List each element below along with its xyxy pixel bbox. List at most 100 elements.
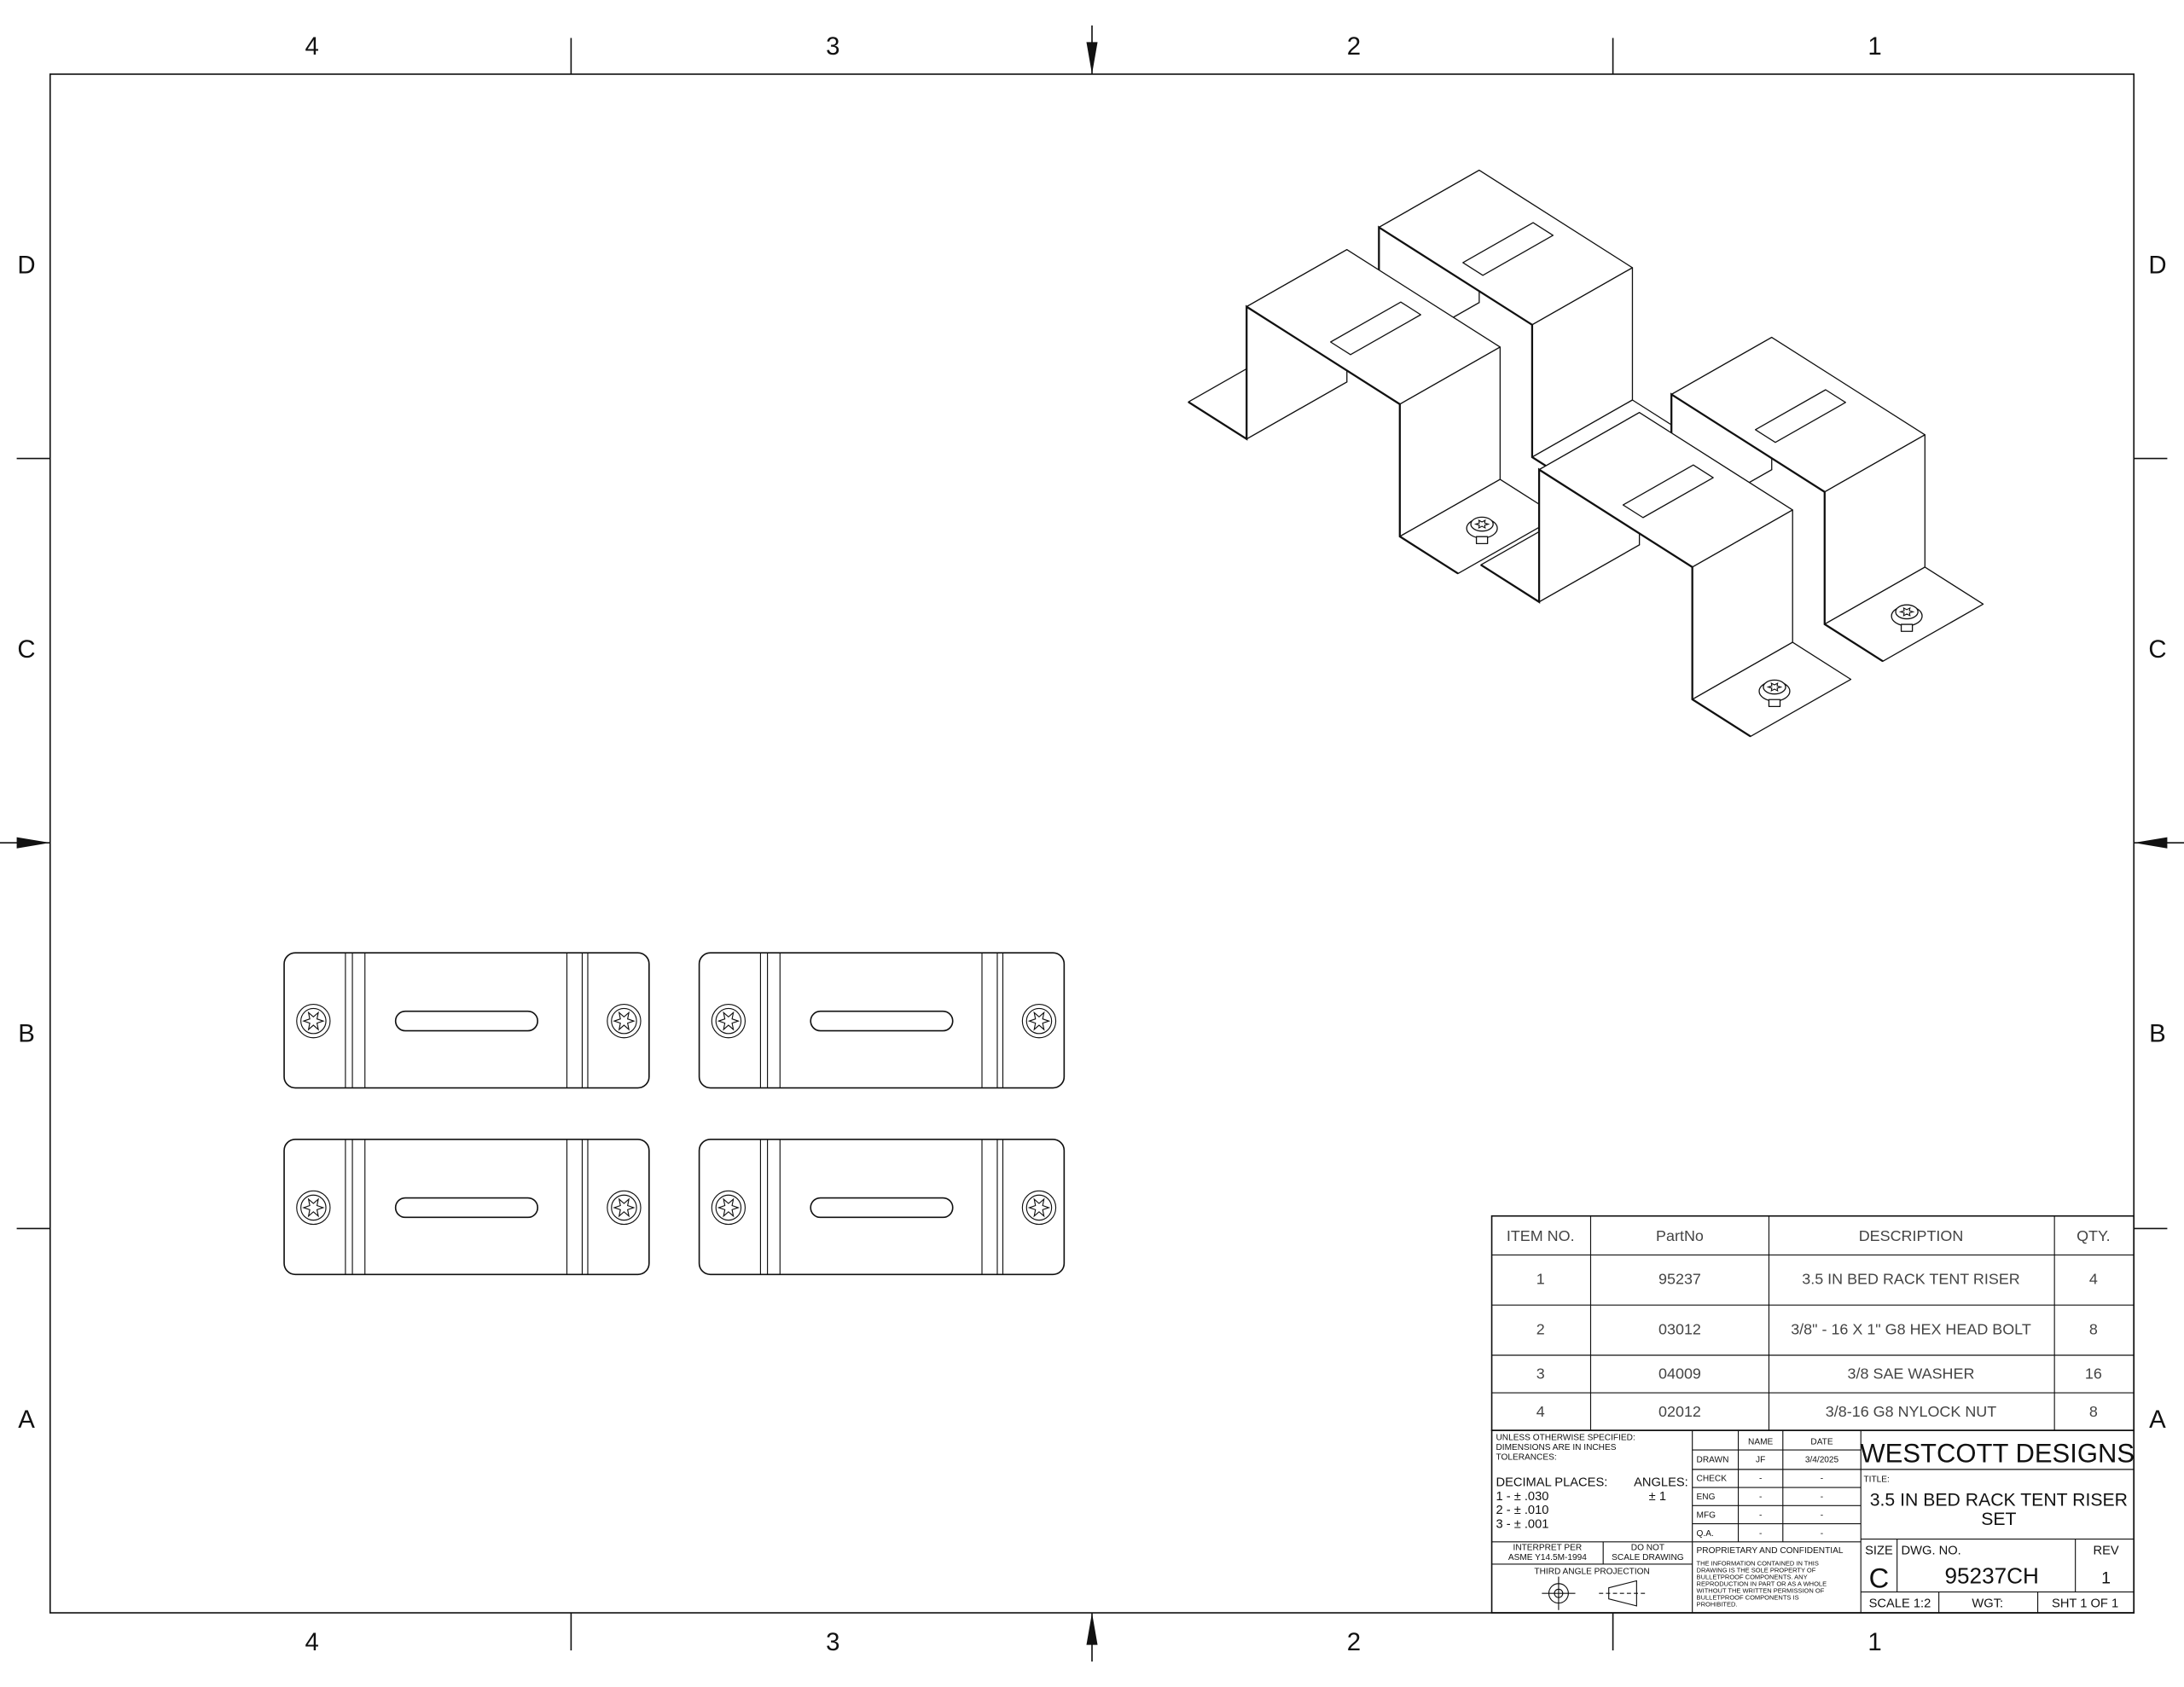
bill-of-materials: ITEM NO. PartNo DESCRIPTION QTY. 1 95237 3.5 I… — [1490, 1215, 2135, 1431]
riser-bracket — [1188, 249, 1560, 575]
bom-cell: 04009 — [1658, 1365, 1701, 1383]
bom-cell: 3/8" - 16 X 1" G8 HEX HEAD BOLT — [1791, 1321, 2031, 1338]
bom-header: ITEM NO. — [1507, 1227, 1575, 1244]
bracket-top-view — [698, 952, 1066, 1089]
decimal-tolerance: 2 - ± .010 — [1496, 1504, 1548, 1517]
date-header: DATE — [1810, 1437, 1833, 1446]
zone-row-label: D — [2148, 251, 2166, 279]
bracket-top-view — [698, 1139, 1066, 1276]
rev-label: REV — [2093, 1544, 2118, 1557]
name-header: NAME — [1748, 1437, 1773, 1446]
title-label: TITLE: — [1863, 1475, 1889, 1485]
tolerance-note: UNLESS OTHERWISE SPECIFIED: — [1496, 1434, 1635, 1443]
signoff-name: JF — [1756, 1456, 1765, 1465]
zone-column-label: 4 — [305, 1628, 319, 1656]
bom-cell: 3.5 IN BED RACK TENT RISER — [1802, 1271, 2020, 1288]
bom-header: PartNo — [1656, 1227, 1704, 1244]
do-not-scale: SCALE DRAWING — [1612, 1553, 1684, 1562]
zone-column-label: 3 — [826, 32, 839, 61]
bom-cell: 8 — [2089, 1321, 2098, 1338]
zone-column-label: 1 — [1867, 32, 1881, 61]
company-name: WESTCOTT DESIGNS — [1860, 1439, 2135, 1469]
proprietary-text: BULLETPROOF COMPONENTS. ANY — [1697, 1574, 1808, 1581]
bom-cell: 3 — [1536, 1365, 1545, 1383]
signoff-name: - — [1759, 1493, 1762, 1502]
bom-cell: 1 — [1536, 1271, 1545, 1288]
decimal-places-label: DECIMAL PLACES: — [1496, 1475, 1607, 1489]
proprietary-text: REPRODUCTION IN PART OR AS A WHOLE — [1697, 1580, 1827, 1588]
size-label: SIZE — [1865, 1544, 1893, 1557]
zone-column-label: 4 — [305, 32, 319, 61]
angles-value: ± 1 — [1649, 1490, 1666, 1504]
drawing-title-line2: SET — [1981, 1510, 2016, 1529]
zone-row-label: D — [17, 251, 35, 279]
interpret-standard: ASME Y14.5M-1994 — [1508, 1553, 1587, 1562]
bom-cell: 2 — [1536, 1321, 1545, 1338]
signoff-date: 3/4/2025 — [1805, 1456, 1839, 1465]
decimal-tolerance: 1 - ± .030 — [1496, 1490, 1548, 1504]
dwg-no-label: DWG. NO. — [1902, 1544, 1961, 1557]
scale: SCALE 1:2 — [1869, 1597, 1931, 1611]
zone-row-label: B — [2149, 1020, 2166, 1048]
signoff-date: - — [1821, 1529, 1823, 1539]
projection-label: THIRD ANGLE PROJECTION — [1534, 1567, 1649, 1576]
proprietary-text: BULLETPROOF COMPONENTS IS — [1697, 1594, 1799, 1602]
sheet-number: SHT 1 OF 1 — [2052, 1597, 2118, 1611]
do-not-scale: DO NOT — [1631, 1544, 1664, 1553]
signoff-date: - — [1821, 1474, 1823, 1483]
bom-header: DESCRIPTION — [1859, 1227, 1964, 1244]
zone-row-label: A — [2149, 1406, 2166, 1434]
angles-label: ANGLES: — [1634, 1475, 1688, 1489]
bom-cell: 4 — [2089, 1271, 2098, 1288]
zone-column-label: 2 — [1347, 1628, 1361, 1656]
zone-column-label: 2 — [1347, 32, 1361, 61]
tolerance-note: TOLERANCES: — [1496, 1452, 1556, 1462]
bracket-top-view — [283, 1139, 650, 1276]
signoff-role: DRAWN — [1697, 1456, 1729, 1465]
revision: 1 — [2101, 1569, 2111, 1588]
signoff-role: ENG — [1697, 1493, 1716, 1502]
center-arrows — [16, 42, 2168, 1645]
tolerance-note: DIMENSIONS ARE IN INCHES — [1496, 1443, 1616, 1452]
third-angle-projection-symbol — [1542, 1576, 1647, 1610]
bom-cell: 95237 — [1658, 1271, 1701, 1288]
bom-cell: 4 — [1536, 1403, 1545, 1420]
zone-row-label: C — [17, 635, 35, 664]
bom-cell: 16 — [2085, 1365, 2102, 1383]
drawing-number: 95237CH — [1945, 1563, 2039, 1589]
bom-cell: 8 — [2089, 1403, 2098, 1420]
proprietary-text: DRAWING IS THE SOLE PROPERTY OF — [1697, 1567, 1816, 1574]
signoff-role: MFG — [1697, 1510, 1716, 1520]
signoff-name: - — [1759, 1529, 1762, 1539]
drawing-title: 3.5 IN BED RACK TENT RISER — [1870, 1490, 2128, 1510]
zone-column-label: 1 — [1867, 1628, 1881, 1656]
title-block: UNLESS OTHERWISE SPECIFIED:DIMENSIONS AR… — [1490, 1429, 2135, 1614]
sheet-size: C — [1869, 1562, 1890, 1594]
signoff-name: - — [1759, 1474, 1762, 1483]
proprietary-text: THE INFORMATION CONTAINED IN THIS — [1697, 1560, 1819, 1568]
zone-row-label: A — [18, 1406, 35, 1434]
decimal-tolerance: 3 - ± .001 — [1496, 1517, 1548, 1531]
bracket-top-view — [283, 952, 650, 1089]
proprietary-title: PROPRIETARY AND CONFIDENTIAL — [1697, 1546, 1844, 1556]
bom-cell: 3/8-16 G8 NYLOCK NUT — [1826, 1403, 1996, 1420]
weight: WGT: — [1972, 1597, 2003, 1611]
top-view-layout — [283, 952, 1066, 1276]
signoff-role: Q.A. — [1697, 1529, 1714, 1539]
riser-bracket — [1480, 412, 1852, 738]
signoff-role: CHECK — [1697, 1474, 1728, 1483]
bom-header: QTY. — [2077, 1227, 2111, 1244]
zone-row-label: C — [2148, 635, 2166, 664]
bom-cell: 02012 — [1658, 1403, 1701, 1420]
interpret-per: INTERPRET PER — [1513, 1544, 1583, 1553]
signoff-name: - — [1759, 1510, 1762, 1520]
isometric-assembly-view — [1188, 169, 1984, 738]
bom-cell: 03012 — [1658, 1321, 1701, 1338]
proprietary-text: PROHIBITED. — [1697, 1601, 1738, 1609]
signoff-date: - — [1821, 1510, 1823, 1520]
zone-column-label: 3 — [826, 1628, 839, 1656]
bom-cell: 3/8 SAE WASHER — [1848, 1365, 1975, 1383]
proprietary-text: WITHOUT THE WRITTEN PERMISSION OF — [1697, 1587, 1825, 1595]
signoff-date: - — [1821, 1493, 1823, 1502]
